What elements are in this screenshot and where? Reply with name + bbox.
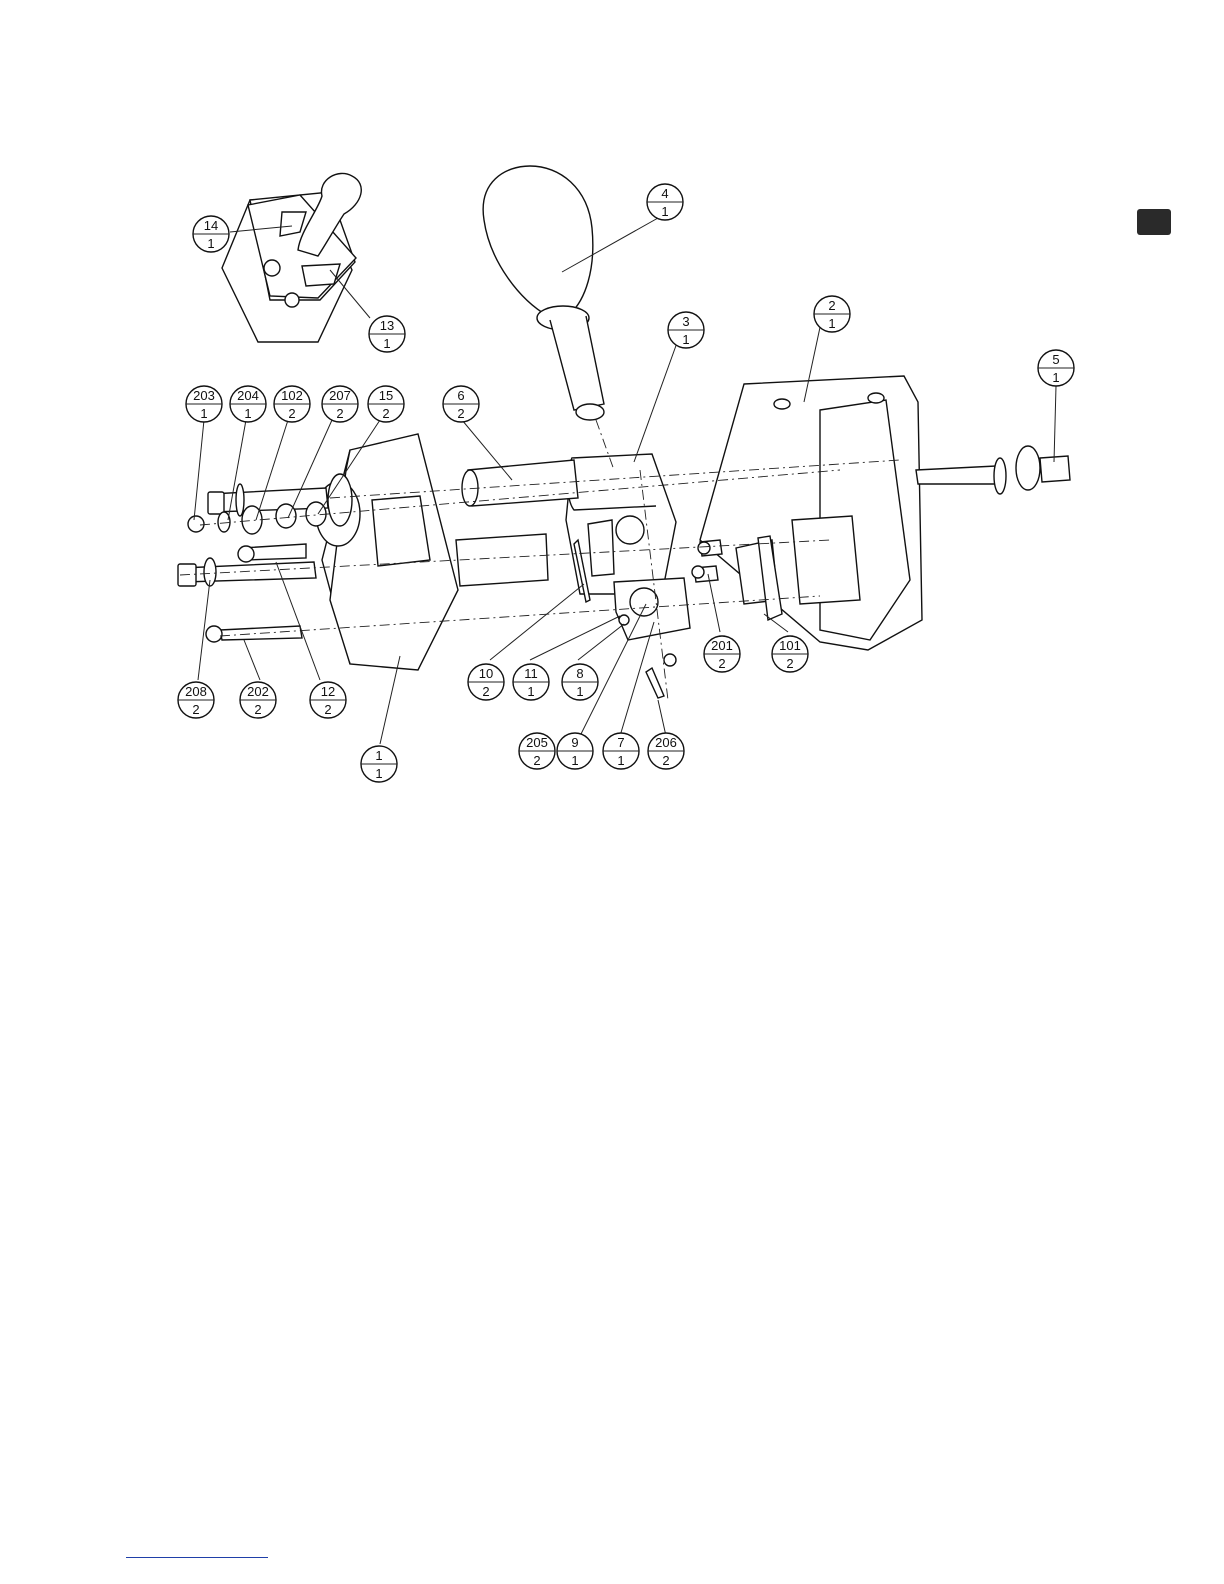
- microswitch-parts: [692, 536, 782, 620]
- balloon-7-item: 7: [617, 735, 624, 750]
- balloon-207-item: 207: [329, 388, 351, 403]
- balloon-102-qty: 2: [288, 406, 295, 421]
- balloon-14-item: 14: [204, 218, 218, 233]
- balloon-1-qty: 1: [375, 766, 382, 781]
- balloon-202-item: 202: [247, 684, 269, 699]
- balloon-204: 204 1: [230, 386, 266, 422]
- balloon-208-qty: 2: [192, 702, 199, 717]
- balloon-4-qty: 1: [661, 204, 668, 219]
- cylinder-parts: [456, 460, 578, 586]
- balloon-202-qty: 2: [254, 702, 261, 717]
- balloon-8: 8 1: [562, 664, 598, 700]
- balloon-6-item: 6: [457, 388, 464, 403]
- balloon-12-item: 12: [321, 684, 335, 699]
- balloon-2-item: 2: [828, 298, 835, 313]
- balloon-6-qty: 2: [457, 406, 464, 421]
- balloon-203-qty: 1: [200, 406, 207, 421]
- balloon-9-qty: 1: [571, 753, 578, 768]
- assembled-joystick-view: [222, 173, 361, 342]
- balloon-7: 7 1: [603, 733, 639, 769]
- balloon-15: 15 2: [368, 386, 404, 422]
- balloon-206-item: 206: [655, 735, 677, 750]
- balloon-204-item: 204: [237, 388, 259, 403]
- balloon-102: 102 2: [274, 386, 310, 422]
- bracket-part-2: [700, 376, 922, 650]
- balloon-5: 5 1: [1038, 350, 1074, 386]
- balloon-14-qty: 1: [207, 236, 214, 251]
- balloon-13: 13 1: [369, 316, 405, 352]
- balloon-203: 203 1: [186, 386, 222, 422]
- balloon-9-item: 9: [571, 735, 578, 750]
- balloon-206: 206 2: [648, 733, 684, 769]
- balloon-101-qty: 2: [786, 656, 793, 671]
- balloon-11: 11 1: [513, 664, 549, 700]
- balloon-9: 9 1: [557, 733, 593, 769]
- balloon-8-qty: 1: [576, 684, 583, 699]
- balloon-205-item: 205: [526, 735, 548, 750]
- balloon-102-item: 102: [281, 388, 303, 403]
- balloon-2: 2 1: [814, 296, 850, 332]
- knob-part: [483, 166, 604, 420]
- balloon-203-item: 203: [193, 388, 215, 403]
- balloon-10: 10 2: [468, 664, 504, 700]
- balloon-101: 101 2: [772, 636, 808, 672]
- balloon-13-qty: 1: [383, 336, 390, 351]
- balloon-3-qty: 1: [682, 332, 689, 347]
- balloon-201-item: 201: [711, 638, 733, 653]
- balloon-11-qty: 1: [527, 684, 534, 699]
- balloon-208-item: 208: [185, 684, 207, 699]
- balloon-8-item: 8: [576, 666, 583, 681]
- balloon-12-qty: 2: [324, 702, 331, 717]
- balloon-1: 1 1: [361, 746, 397, 782]
- balloon-7-qty: 1: [617, 753, 624, 768]
- balloon-207: 207 2: [322, 386, 358, 422]
- balloon-202: 202 2: [240, 682, 276, 718]
- housing-part-1: [316, 434, 458, 670]
- balloon-15-qty: 2: [382, 406, 389, 421]
- balloon-5-qty: 1: [1052, 370, 1059, 385]
- balloon-3-item: 3: [682, 314, 689, 329]
- balloon-1-item: 1: [375, 748, 382, 763]
- balloon-2-qty: 1: [828, 316, 835, 331]
- balloon-14: 14 1: [193, 216, 229, 252]
- balloon-208: 208 2: [178, 682, 214, 718]
- balloon-10-qty: 2: [482, 684, 489, 699]
- balloon-101-item: 101: [779, 638, 801, 653]
- balloon-204-qty: 1: [244, 406, 251, 421]
- balloon-201: 201 2: [704, 636, 740, 672]
- balloon-6: 6 2: [443, 386, 479, 422]
- balloon-205: 205 2: [519, 733, 555, 769]
- balloon-11-item: 11: [524, 666, 538, 681]
- balloon-3: 3 1: [668, 312, 704, 348]
- balloon-4-item: 4: [661, 186, 668, 201]
- balloon-15-item: 15: [379, 388, 393, 403]
- balloon-12: 12 2: [310, 682, 346, 718]
- balloon-5-item: 5: [1052, 352, 1059, 367]
- balloon-4: 4 1: [647, 184, 683, 220]
- shaft-part-5: [916, 446, 1070, 494]
- balloon-206-qty: 2: [662, 753, 669, 768]
- balloon-201-qty: 2: [718, 656, 725, 671]
- balloon-13-item: 13: [380, 318, 394, 333]
- balloon-205-qty: 2: [533, 753, 540, 768]
- balloon-10-item: 10: [479, 666, 493, 681]
- balloon-207-qty: 2: [336, 406, 343, 421]
